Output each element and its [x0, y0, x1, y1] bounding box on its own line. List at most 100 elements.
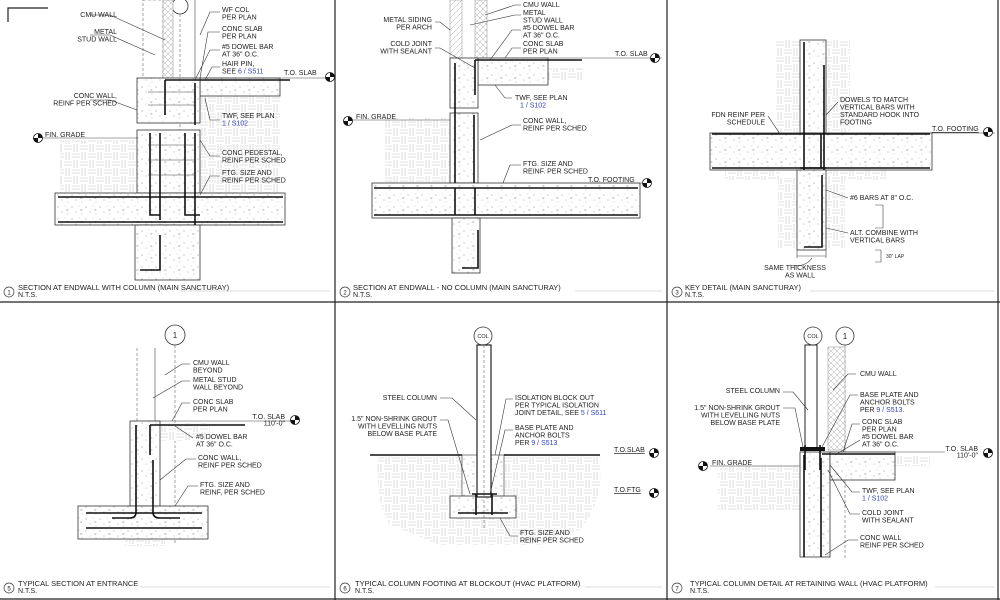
ref-link[interactable]: 1 / S102	[222, 121, 248, 128]
label-bars: #6 BARS AT 8" O.C.	[850, 195, 913, 202]
base-plate	[800, 447, 825, 451]
footing	[54, 192, 286, 226]
detail-number: 2	[343, 291, 347, 297]
grid-bubble-label: 1	[173, 331, 178, 340]
ref-link[interactable]: 1 / S102	[862, 496, 888, 503]
conc-pedestal	[136, 129, 201, 194]
rebar	[86, 424, 245, 529]
detail-number: 1	[7, 291, 11, 297]
label-fin-grade: FIN. GRADE	[712, 460, 752, 467]
footing-elevation-target-icon	[642, 178, 652, 188]
detail-number: 5	[7, 587, 11, 593]
label-steel-column: STEEL COLUMN	[383, 395, 437, 402]
grid-bubble-label: 1	[843, 332, 848, 341]
pedestal-below	[134, 224, 201, 281]
cmu-wall	[474, 0, 488, 59]
conc-slab	[477, 57, 549, 86]
slab-elevation-target-icon	[983, 448, 993, 458]
metal-stud-wall	[142, 0, 164, 79]
label-cmu-wall: CMU WALL	[80, 12, 117, 19]
detail-title: SECTION AT ENDWALL - NO COLUMN (MAIN SAN…	[353, 283, 561, 292]
detail-title-7: 7 TYPICAL COLUMN DETAIL AT RETAINING WAL…	[671, 579, 995, 595]
grid-bubble-label: COL	[477, 334, 488, 340]
ref-link[interactable]: 6 / S511	[238, 69, 264, 76]
label-conc-wall: CONC WALL,REINF PER SCHED	[523, 118, 587, 133]
detail-scale: N.T.S.	[690, 588, 709, 595]
detail-number-bubble	[3, 286, 15, 298]
ref-link[interactable]: 9 / S513	[531, 440, 557, 447]
grid-bubble	[171, 0, 189, 15]
ref-link[interactable]: 9 / S513.	[876, 407, 904, 414]
footing	[371, 182, 641, 219]
detail-2-drawing	[343, 0, 662, 274]
detail-number: 3	[675, 291, 679, 297]
fin-grade-target-icon	[33, 133, 43, 143]
detail-5-drawing: 1	[77, 324, 300, 546]
grid-bubble-label: COL	[807, 334, 818, 340]
detail-title: KEY DETAIL (MAIN SANCTURAY)	[685, 283, 801, 292]
detail-scale: N.T.S.	[353, 292, 372, 299]
label-hair-pin: HAIR PIN,SEE 6 / S511	[222, 61, 264, 76]
conc-wall	[129, 420, 161, 507]
conc-slab	[829, 451, 896, 481]
ref-link[interactable]: 1 / S102	[520, 103, 546, 110]
conc-wall-below	[796, 169, 827, 251]
ref-link[interactable]: 5 / S611	[581, 410, 607, 417]
detail-title-1: 1 SECTION AT ENDWALL WITH COLUMN (MAIN S…	[3, 283, 330, 299]
rebar	[458, 493, 508, 515]
rebar	[58, 79, 290, 271]
detail-7-drawing: COL 1	[698, 326, 993, 560]
detail-number-bubble	[3, 582, 15, 594]
detail-number-bubble	[671, 582, 683, 594]
detail-number-bubble	[339, 582, 351, 594]
label-conc-wall: CONC WALL,REINF PER SCHED	[53, 93, 117, 108]
footing	[449, 495, 517, 519]
conc-wall	[136, 77, 201, 124]
rebar	[374, 59, 638, 269]
label-cmu-wall: CMU WALL	[860, 371, 897, 378]
detail-title: TYPICAL COLUMN FOOTING AT BLOCKOUT (HVAC…	[355, 579, 581, 588]
slab-elevation-target-icon	[325, 72, 335, 82]
label-fin-grade: FIN. GRADE	[45, 132, 85, 139]
detail-1-drawing	[33, 0, 335, 281]
rebar	[803, 445, 895, 557]
detail-6-drawing: COL	[370, 326, 659, 545]
label-to-ftg: T.O.FTG	[614, 487, 641, 494]
fin-grade-target-icon	[343, 116, 353, 126]
detail-number-bubble	[671, 286, 683, 298]
detail-title-6: 6 TYPICAL COLUMN FOOTING AT BLOCKOUT (HV…	[339, 579, 662, 595]
fin-grade-target-icon	[698, 461, 708, 471]
detail-number: 7	[675, 587, 679, 593]
slab-elevation-target-icon	[649, 448, 659, 458]
footing-elevation-target-icon	[983, 127, 993, 137]
footing-elevation-target-icon	[649, 488, 659, 498]
label-conc-pedestal: CONC PEDESTAL,REINF PER SCHED	[222, 150, 286, 165]
label-lap: 30" LAP	[886, 254, 905, 260]
detail-title-5: 5 TYPICAL SECTION AT ENTRANCE N.T.S.	[3, 579, 330, 595]
metal-siding	[449, 0, 463, 59]
